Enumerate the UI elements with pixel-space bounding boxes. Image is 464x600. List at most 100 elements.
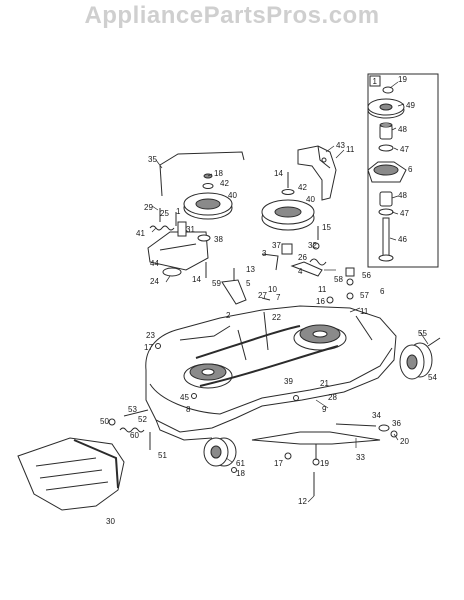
callout-11: 11: [360, 307, 369, 316]
callout-6: 6: [408, 165, 413, 174]
callout-4: 4: [298, 267, 303, 276]
rear-wheel: [399, 337, 441, 380]
callout-55: 55: [418, 329, 427, 338]
callout-5: 5: [246, 279, 251, 288]
callout-13: 13: [246, 265, 255, 274]
spindle-inset: [367, 73, 439, 268]
callout-56: 56: [362, 271, 371, 280]
callout-17: 17: [274, 459, 283, 468]
callout-57: 57: [360, 291, 369, 300]
mower-deck: [145, 305, 397, 441]
callout-10: 10: [268, 285, 277, 294]
callout-21: 21: [320, 379, 329, 388]
callout-51: 51: [158, 451, 167, 460]
callout-29: 29: [144, 203, 153, 212]
inset-label-box: [369, 75, 381, 87]
inset-label: 1: [373, 77, 378, 86]
callout-40: 40: [306, 195, 315, 204]
callout-28: 28: [328, 393, 337, 402]
callout-20: 20: [400, 437, 409, 446]
callout-9: 9: [322, 405, 327, 414]
callout-17: 17: [144, 343, 153, 352]
callout-18: 18: [236, 469, 245, 478]
callout-39: 39: [284, 377, 293, 386]
callout-33: 33: [356, 453, 365, 462]
callout-32: 32: [308, 241, 317, 250]
watermark: AppliancePartsPros.com: [84, 2, 380, 29]
left-idler-pulley: [183, 173, 233, 220]
callout-45: 45: [180, 393, 189, 402]
bolt-34: [335, 423, 377, 427]
callout-49: 49: [406, 101, 415, 110]
callout-58: 58: [334, 275, 343, 284]
callout-37: 37: [272, 241, 281, 250]
callout-30: 30: [106, 517, 115, 526]
callout-41: 41: [136, 229, 145, 238]
callout-46: 46: [398, 235, 407, 244]
callout-23: 23: [146, 331, 155, 340]
idler-arm: [147, 231, 209, 271]
callout-31: 31: [186, 225, 195, 234]
callout-34: 34: [372, 411, 381, 420]
callout-11: 11: [346, 145, 355, 154]
callout-48: 48: [398, 191, 407, 200]
callout-16: 16: [316, 297, 325, 306]
callout-54: 54: [428, 373, 437, 382]
leader-lines: [151, 81, 429, 503]
inset-nut: [382, 86, 394, 94]
callout-12: 12: [298, 497, 307, 506]
callout-8: 8: [186, 405, 191, 414]
callout-15: 15: [322, 223, 331, 232]
inset-washer-upper: [378, 144, 394, 152]
callout-47: 47: [400, 145, 409, 154]
callout-3: 3: [262, 249, 267, 258]
callout-44: 44: [150, 259, 159, 268]
callout-19: 19: [320, 459, 329, 468]
front-wheel: [203, 437, 237, 467]
control-rod: [159, 151, 245, 166]
inset-washer-lower: [378, 208, 394, 216]
callout-52: 52: [138, 415, 147, 424]
callout-47: 47: [400, 209, 409, 218]
callout-14: 14: [274, 169, 283, 178]
callout-61: 61: [236, 459, 245, 468]
blade: [251, 431, 381, 445]
discharge-chute: [17, 437, 125, 511]
callout-6: 6: [380, 287, 385, 296]
callout-48: 48: [398, 125, 407, 134]
callout-59: 59: [212, 279, 221, 288]
callout-14: 14: [192, 275, 201, 284]
callout-18: 18: [214, 169, 223, 178]
callout-35: 35: [148, 155, 157, 164]
mandrel-bracket: [297, 145, 337, 201]
inset-bearing-upper: [379, 124, 393, 140]
inset-bearing-lower: [379, 191, 393, 207]
callout-22: 22: [272, 313, 281, 322]
washer-24: [162, 267, 182, 277]
callout-25: 25: [160, 209, 169, 218]
callout-42: 42: [298, 183, 307, 192]
callout-43: 43: [336, 141, 345, 150]
callout-42: 42: [220, 179, 229, 188]
callout-26: 26: [298, 253, 307, 262]
bracket-3: [261, 253, 279, 271]
callout-24: 24: [150, 277, 159, 286]
callout-19: 19: [398, 75, 407, 84]
callout-7: 7: [276, 293, 281, 302]
callout-11: 11: [318, 285, 327, 294]
inset-shaft: [382, 217, 390, 259]
callout-labels: 1 19 49 48 47 6 48 47 46 43 11 35 18 42 …: [100, 75, 437, 526]
idler-spring: [149, 225, 175, 231]
callout-1: 1: [176, 207, 181, 216]
center-idler-pulley: [261, 172, 315, 231]
callout-36: 36: [392, 419, 401, 428]
callout-27: 27: [258, 291, 267, 300]
callout-40: 40: [228, 191, 237, 200]
callout-60: 60: [130, 431, 139, 440]
callout-53: 53: [128, 405, 137, 414]
callout-2: 2: [226, 311, 231, 320]
chute-spring: [123, 409, 149, 417]
callout-38: 38: [214, 235, 223, 244]
callout-50: 50: [100, 417, 109, 426]
